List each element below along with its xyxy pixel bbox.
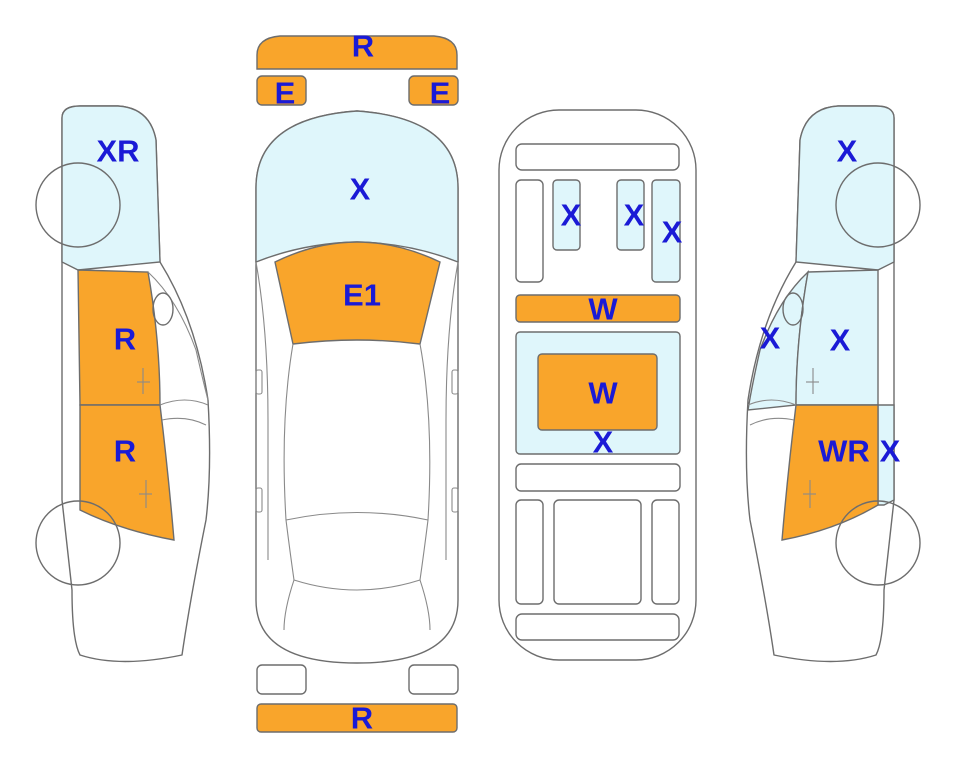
floor-front-right-label: X (662, 215, 683, 250)
left-front-fender-label: XR (96, 134, 139, 169)
headlight-right-panel[interactable] (408, 75, 459, 106)
tail-light-right (408, 664, 459, 695)
windshield-panel[interactable] (274, 241, 441, 345)
right-side-view: X X X WR X (745, 105, 921, 663)
floor-front-middle-panel[interactable] (616, 179, 645, 251)
right-rear-quarter-label: X (880, 434, 901, 469)
tail-light-left (256, 664, 307, 695)
floor-front-middle-label: X (624, 198, 645, 233)
left-front-fender-panel[interactable] (61, 105, 161, 271)
left-side-view: XR R R (35, 105, 211, 663)
left-front-door-label: R (114, 322, 136, 357)
rear-bumper-panel[interactable] (256, 703, 458, 733)
right-front-door-label: X (830, 323, 851, 358)
headlight-left-label: E (275, 76, 296, 111)
left-rear-door-panel[interactable] (79, 404, 175, 541)
floor-crossmember-panel[interactable] (515, 294, 681, 323)
right-front-wheel (835, 162, 921, 248)
left-rear-wheel (35, 500, 121, 586)
floor-center-label: W (588, 376, 618, 411)
rear-bumper-label: R (351, 701, 373, 736)
hood-label: X (350, 172, 371, 207)
floor-front-left-label: X (561, 198, 582, 233)
floor-center-surround-label: X (593, 425, 614, 460)
right-front-fender-label: X (837, 134, 858, 169)
windshield-label: E1 (343, 278, 381, 313)
top-view: R E E X E1 R (255, 29, 459, 736)
front-bumper-panel[interactable] (256, 35, 458, 70)
left-front-wheel (35, 162, 121, 248)
floor-front-right-panel[interactable] (651, 179, 681, 283)
right-a-pillar-label: X (760, 321, 781, 356)
underbody-view: X X X W W X (498, 109, 697, 661)
underbody-outline (498, 109, 697, 661)
headlight-left-panel[interactable] (256, 75, 307, 106)
right-rear-wheel (835, 500, 921, 586)
floor-center-panel[interactable] (537, 353, 658, 431)
right-front-fender-panel[interactable] (795, 105, 895, 271)
floor-crossmember-label: W (588, 292, 618, 327)
right-rear-door-label: WR (818, 434, 870, 469)
front-bumper-label: R (352, 29, 374, 64)
headlight-right-label: E (430, 76, 451, 111)
right-rear-door-panel[interactable] (781, 404, 879, 541)
floor-front-left-panel[interactable] (552, 179, 581, 251)
left-rear-door-label: R (114, 434, 136, 469)
